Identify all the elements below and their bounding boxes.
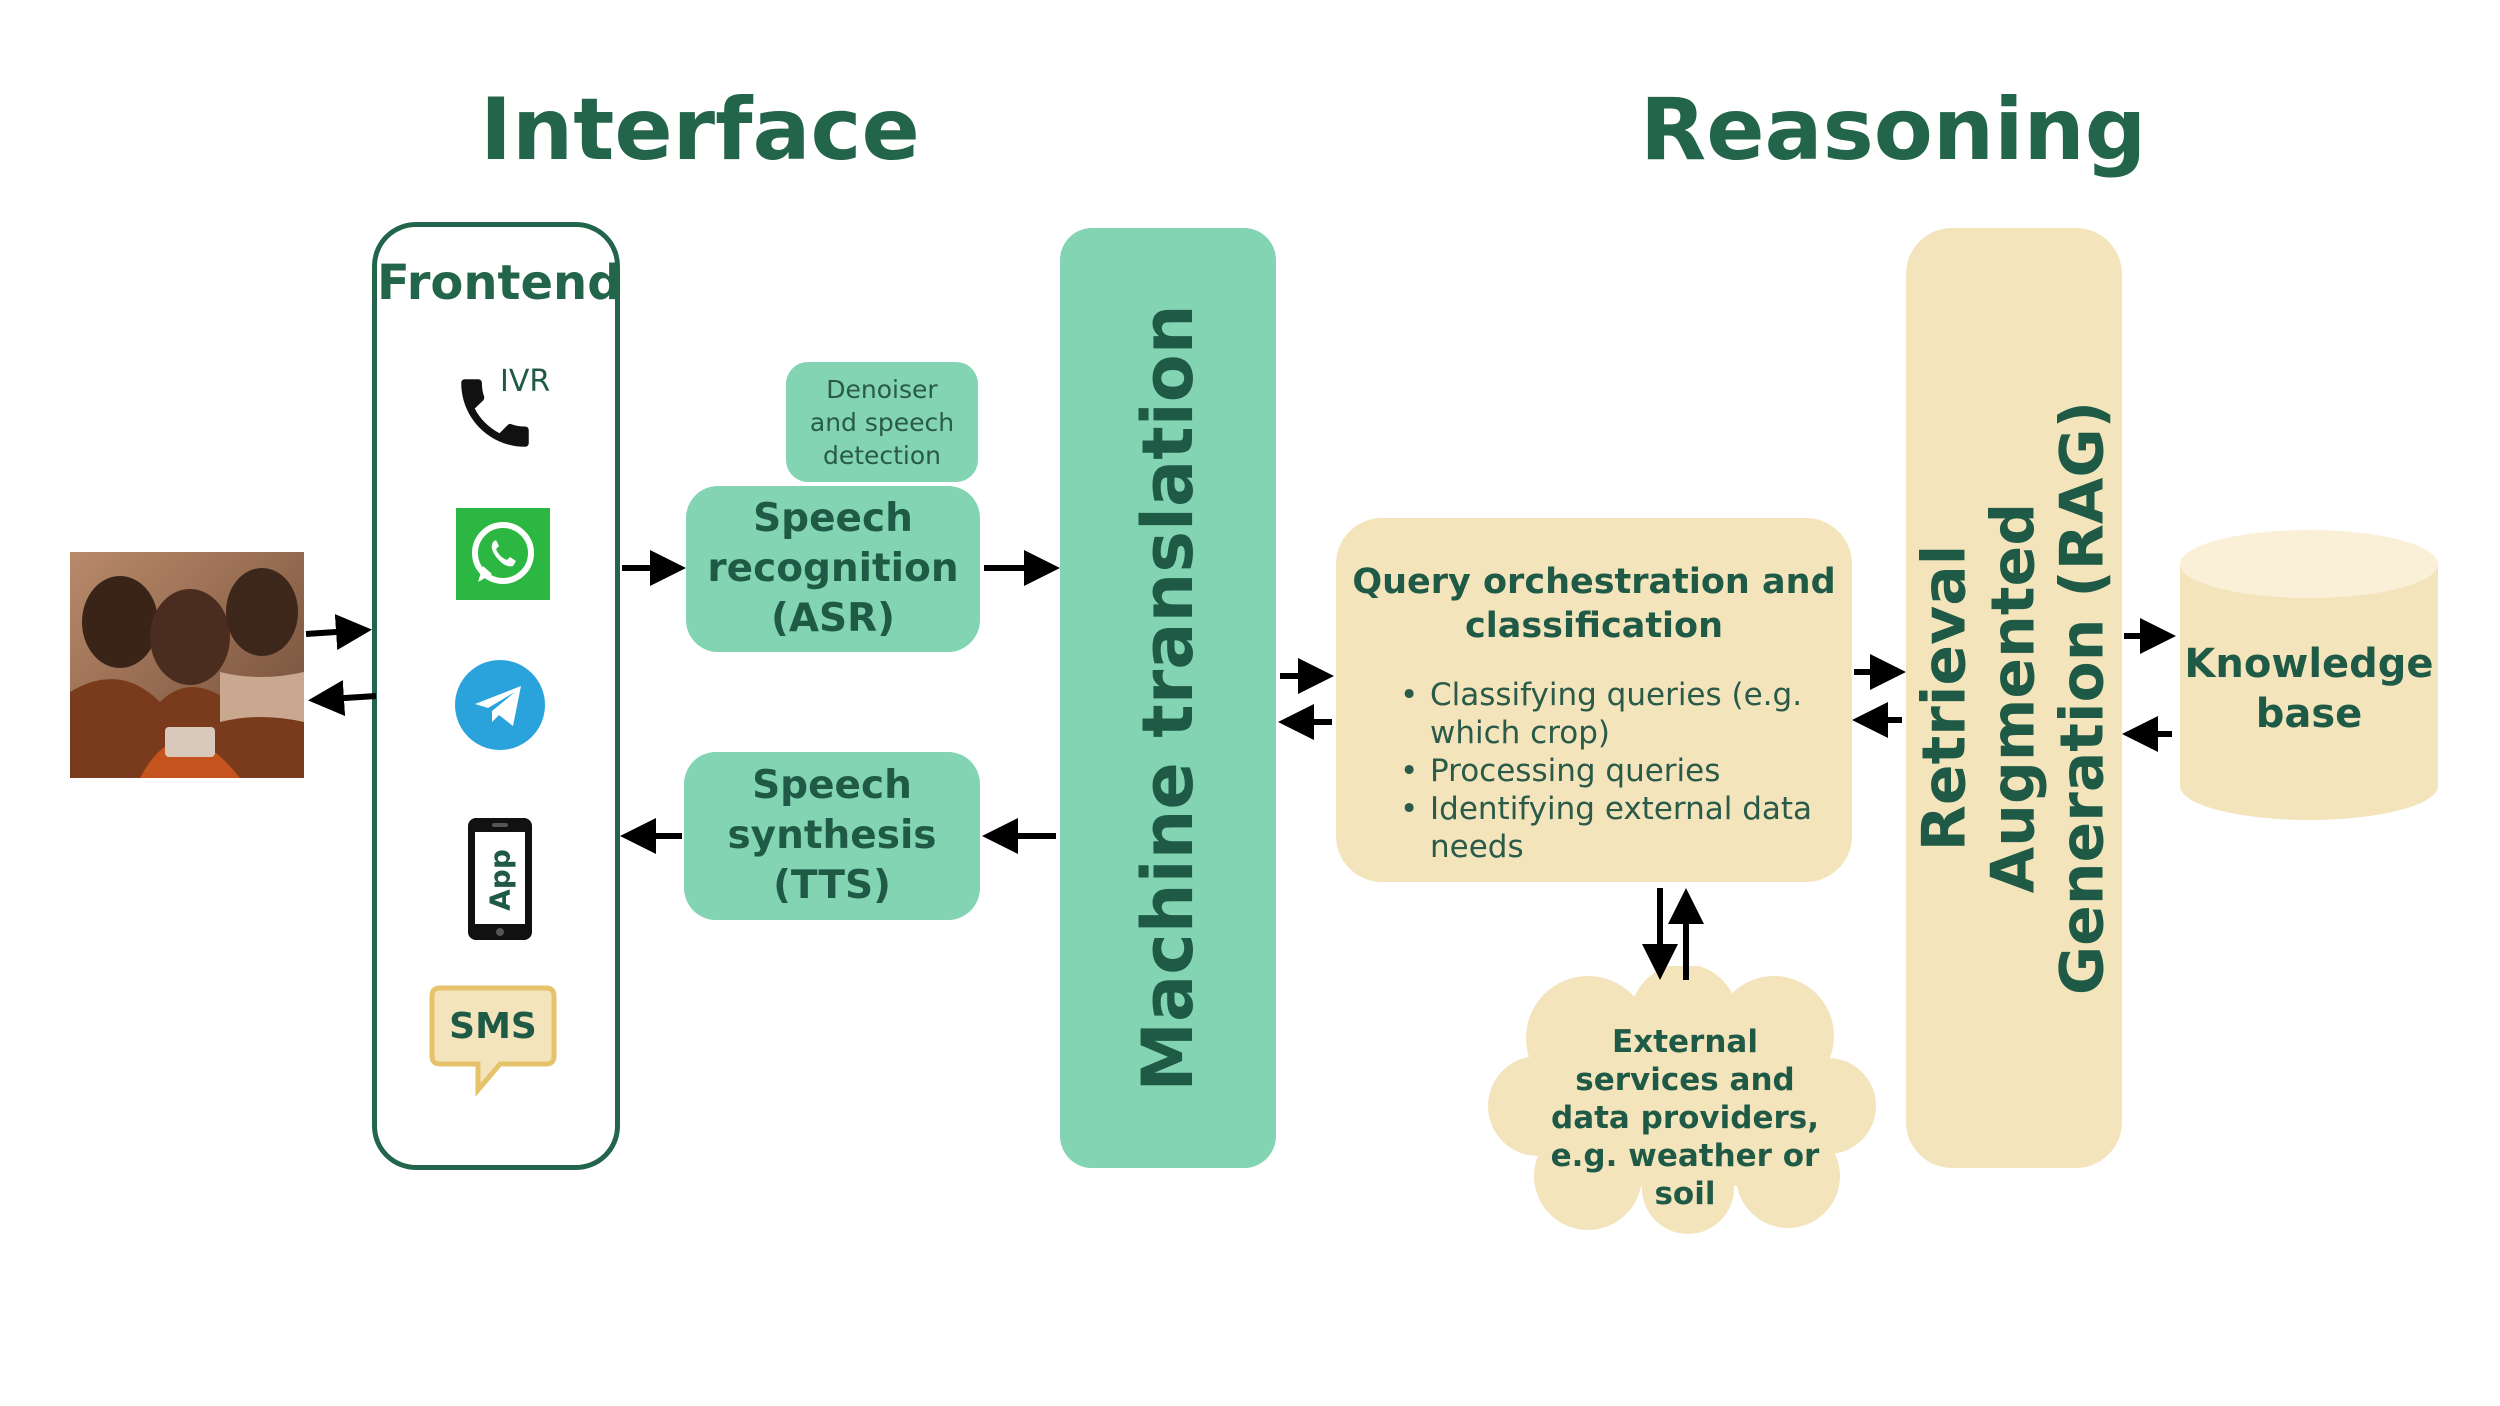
query-title: Query orchestration and classification xyxy=(1352,562,1836,646)
interface-title: Interface xyxy=(480,80,920,180)
query-item: Identifying external data needs xyxy=(1400,790,1822,866)
ivr-label: IVR xyxy=(500,364,551,399)
frontend-title: Frontend xyxy=(377,255,622,311)
query-item: Processing queries xyxy=(1400,752,1822,790)
denoiser-box: Denoiser and speech detection xyxy=(786,362,978,482)
sms-label: SMS xyxy=(449,1006,537,1047)
query-orchestration-box: Query orchestration and classification C… xyxy=(1336,518,1852,882)
arrow-photo-to-frontend xyxy=(305,614,372,650)
whatsapp-icon[interactable] xyxy=(456,508,550,600)
phone-icon xyxy=(450,368,540,458)
knowledge-base-label: Knowledge base xyxy=(2184,641,2434,737)
arrow-frontend-to-photo xyxy=(308,680,377,717)
farmers-photo-art xyxy=(70,552,304,778)
reasoning-title: Reasoning xyxy=(1640,80,2147,180)
farmers-photo xyxy=(70,552,304,778)
smartphone-icon[interactable] xyxy=(466,816,534,942)
query-items: Classifying queries (e.g. which crop) Pr… xyxy=(1396,676,1822,866)
external-services-cloud xyxy=(1488,964,1880,1234)
knowledge-base-cylinder xyxy=(2178,528,2440,824)
sms-bubble-icon[interactable] xyxy=(428,984,558,1097)
rag-box: Retrieval Augmented Generation (RAG) xyxy=(1906,228,2122,1168)
machine-translation-box: Machine translation xyxy=(1060,228,1276,1168)
query-item: Classifying queries (e.g. which crop) xyxy=(1400,676,1822,752)
telegram-icon[interactable] xyxy=(455,660,545,750)
asr-box: Speech recognition (ASR) xyxy=(686,486,980,652)
external-services-label: External services and data providers, e.… xyxy=(1550,1024,1820,1212)
tts-box: Speech synthesis (TTS) xyxy=(684,752,980,920)
